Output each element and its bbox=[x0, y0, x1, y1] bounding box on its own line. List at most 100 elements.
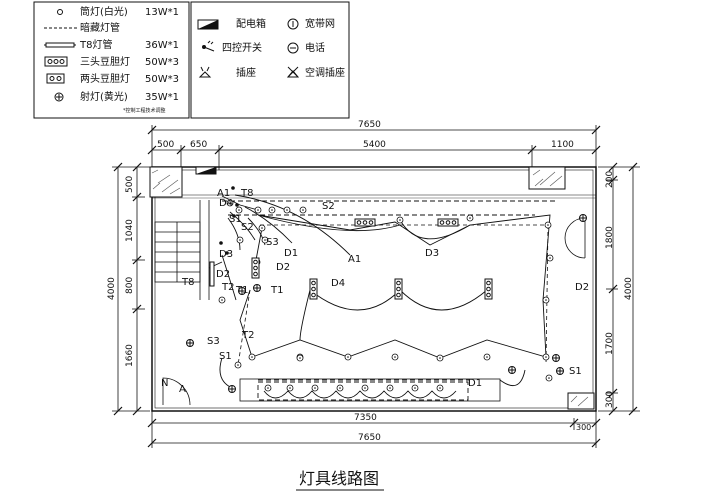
downlight-icon bbox=[436, 384, 444, 392]
downlight-icon bbox=[436, 354, 444, 362]
downlight-icon bbox=[311, 384, 319, 392]
fixture-label: A1 bbox=[348, 254, 361, 265]
socket-icon bbox=[198, 66, 212, 78]
downlight-icon bbox=[258, 224, 266, 232]
spotlight-icon bbox=[552, 354, 560, 362]
fixture-label: D2 bbox=[216, 269, 230, 280]
fixture-label: T2 bbox=[241, 330, 254, 341]
legend-label: 插座 bbox=[236, 66, 256, 79]
downlight-icon bbox=[268, 206, 276, 214]
fixture-label: D3 bbox=[219, 249, 233, 260]
dim-top-seg: 5400 bbox=[363, 140, 386, 150]
downlight-icon bbox=[542, 353, 550, 361]
fixture-label: A1 bbox=[217, 188, 230, 199]
legend-label: 射灯(黄光) bbox=[80, 90, 128, 103]
four-way-switch-icon bbox=[225, 251, 229, 255]
fixture-label: S1 bbox=[219, 351, 232, 362]
dim-top-seg: 500 bbox=[157, 140, 174, 150]
spotlight-icon bbox=[186, 339, 194, 347]
fixture-label: T1 bbox=[270, 285, 283, 296]
ceiling-lamp-icon bbox=[57, 9, 63, 15]
legend-label: 配电箱 bbox=[236, 17, 266, 30]
legend-label: 空调插座 bbox=[305, 66, 345, 79]
legend-label: 三头豆胆灯 bbox=[80, 56, 130, 68]
dim-bottom-seg: 300 bbox=[576, 423, 591, 432]
stairs bbox=[154, 200, 210, 300]
downlight-icon bbox=[261, 236, 269, 244]
downlight-icon bbox=[299, 206, 307, 214]
legend-spec: 50W*3 bbox=[145, 74, 179, 85]
spotlight-icon bbox=[579, 214, 587, 222]
fixture-label: D1 bbox=[284, 248, 298, 259]
downlight-icon bbox=[466, 214, 474, 222]
triple-spotlight-icon bbox=[354, 218, 376, 227]
fixture-label: N bbox=[161, 378, 168, 389]
dim-top-seg: 1100 bbox=[551, 140, 574, 150]
downlight-icon bbox=[411, 384, 419, 392]
downlight-icon bbox=[386, 384, 394, 392]
downlight-icon bbox=[248, 353, 256, 361]
fixture-label: S2 bbox=[241, 222, 254, 233]
dim-top-seg: 650 bbox=[190, 140, 207, 150]
fixture-label: T1 bbox=[235, 285, 248, 296]
four-way-switch-icon bbox=[232, 214, 236, 218]
triple-spotlight-icon bbox=[437, 218, 459, 227]
legend-label: 电话 bbox=[305, 41, 325, 54]
distribution-box bbox=[195, 166, 217, 175]
four-way-switch-icon bbox=[231, 186, 235, 190]
dim-right-seg: 300 bbox=[605, 391, 615, 408]
downlight-icon bbox=[361, 384, 369, 392]
triple-spotlight-icon bbox=[309, 278, 318, 300]
legend-label: 暗藏灯管 bbox=[80, 21, 120, 34]
fixture-label: D1 bbox=[468, 378, 482, 389]
hidden-tube-lines bbox=[222, 200, 555, 401]
drawing-title: 灯具线路图 bbox=[299, 469, 379, 488]
legend-label: 筒灯(白光) bbox=[80, 5, 128, 18]
broadband-icon bbox=[287, 18, 299, 30]
spotlight-icon bbox=[508, 366, 516, 374]
downlight-icon bbox=[546, 254, 554, 262]
dim-left-total: 4000 bbox=[107, 277, 117, 300]
circuit-dashed bbox=[237, 224, 549, 366]
triple-spotlight-icon bbox=[394, 278, 403, 300]
dim-bottom-total: 7650 bbox=[358, 433, 381, 443]
fixture-label: D3 bbox=[425, 248, 439, 259]
spotlight-icon bbox=[556, 367, 564, 375]
double-spotlight-icon bbox=[46, 73, 65, 84]
downlight-icon bbox=[286, 384, 294, 392]
fixture-label: S3 bbox=[266, 237, 279, 248]
legend-spec: 35W*1 bbox=[145, 92, 179, 103]
dim-right-seg: 1800 bbox=[605, 226, 615, 249]
fixture-label: T2 bbox=[221, 282, 234, 293]
legend-spec: 50W*3 bbox=[145, 57, 179, 68]
dim-bottom-seg: 7350 bbox=[354, 413, 377, 423]
downlight-icon bbox=[234, 361, 242, 369]
downlight-icon bbox=[283, 206, 291, 214]
t8-tube-icon bbox=[44, 42, 76, 48]
fixture-label: T8 bbox=[240, 188, 253, 199]
dim-right-seg: 1700 bbox=[605, 332, 615, 355]
fixture-label: S3 bbox=[207, 336, 220, 347]
doors bbox=[162, 217, 586, 406]
dim-left-seg: 1660 bbox=[125, 344, 135, 367]
spotlight-icon bbox=[54, 92, 64, 102]
dim-left-seg: 800 bbox=[125, 277, 135, 294]
fixtures bbox=[186, 186, 587, 393]
distribution-box-icon bbox=[197, 19, 219, 30]
dim-right-seg: 200 bbox=[605, 171, 615, 188]
spotlight-icon bbox=[228, 385, 236, 393]
legend-spec: 13W*1 bbox=[145, 7, 179, 18]
triple-spotlight-icon bbox=[251, 257, 260, 279]
fixture-label: S1 bbox=[229, 214, 242, 225]
dimension-ticks bbox=[113, 125, 638, 448]
legend-spec: 36W*1 bbox=[145, 40, 179, 51]
callouts: A1 T8 D4 S1 S2 S2 S3 D1 A1 D3 D3 D2 D2 T… bbox=[161, 188, 589, 395]
fixture-label: S2 bbox=[322, 201, 335, 212]
downlight-icon bbox=[391, 353, 399, 361]
downlight-icon bbox=[344, 353, 352, 361]
downlight-icon bbox=[544, 221, 552, 229]
fixture-label: D2 bbox=[575, 282, 589, 293]
downlight-icon bbox=[483, 353, 491, 361]
